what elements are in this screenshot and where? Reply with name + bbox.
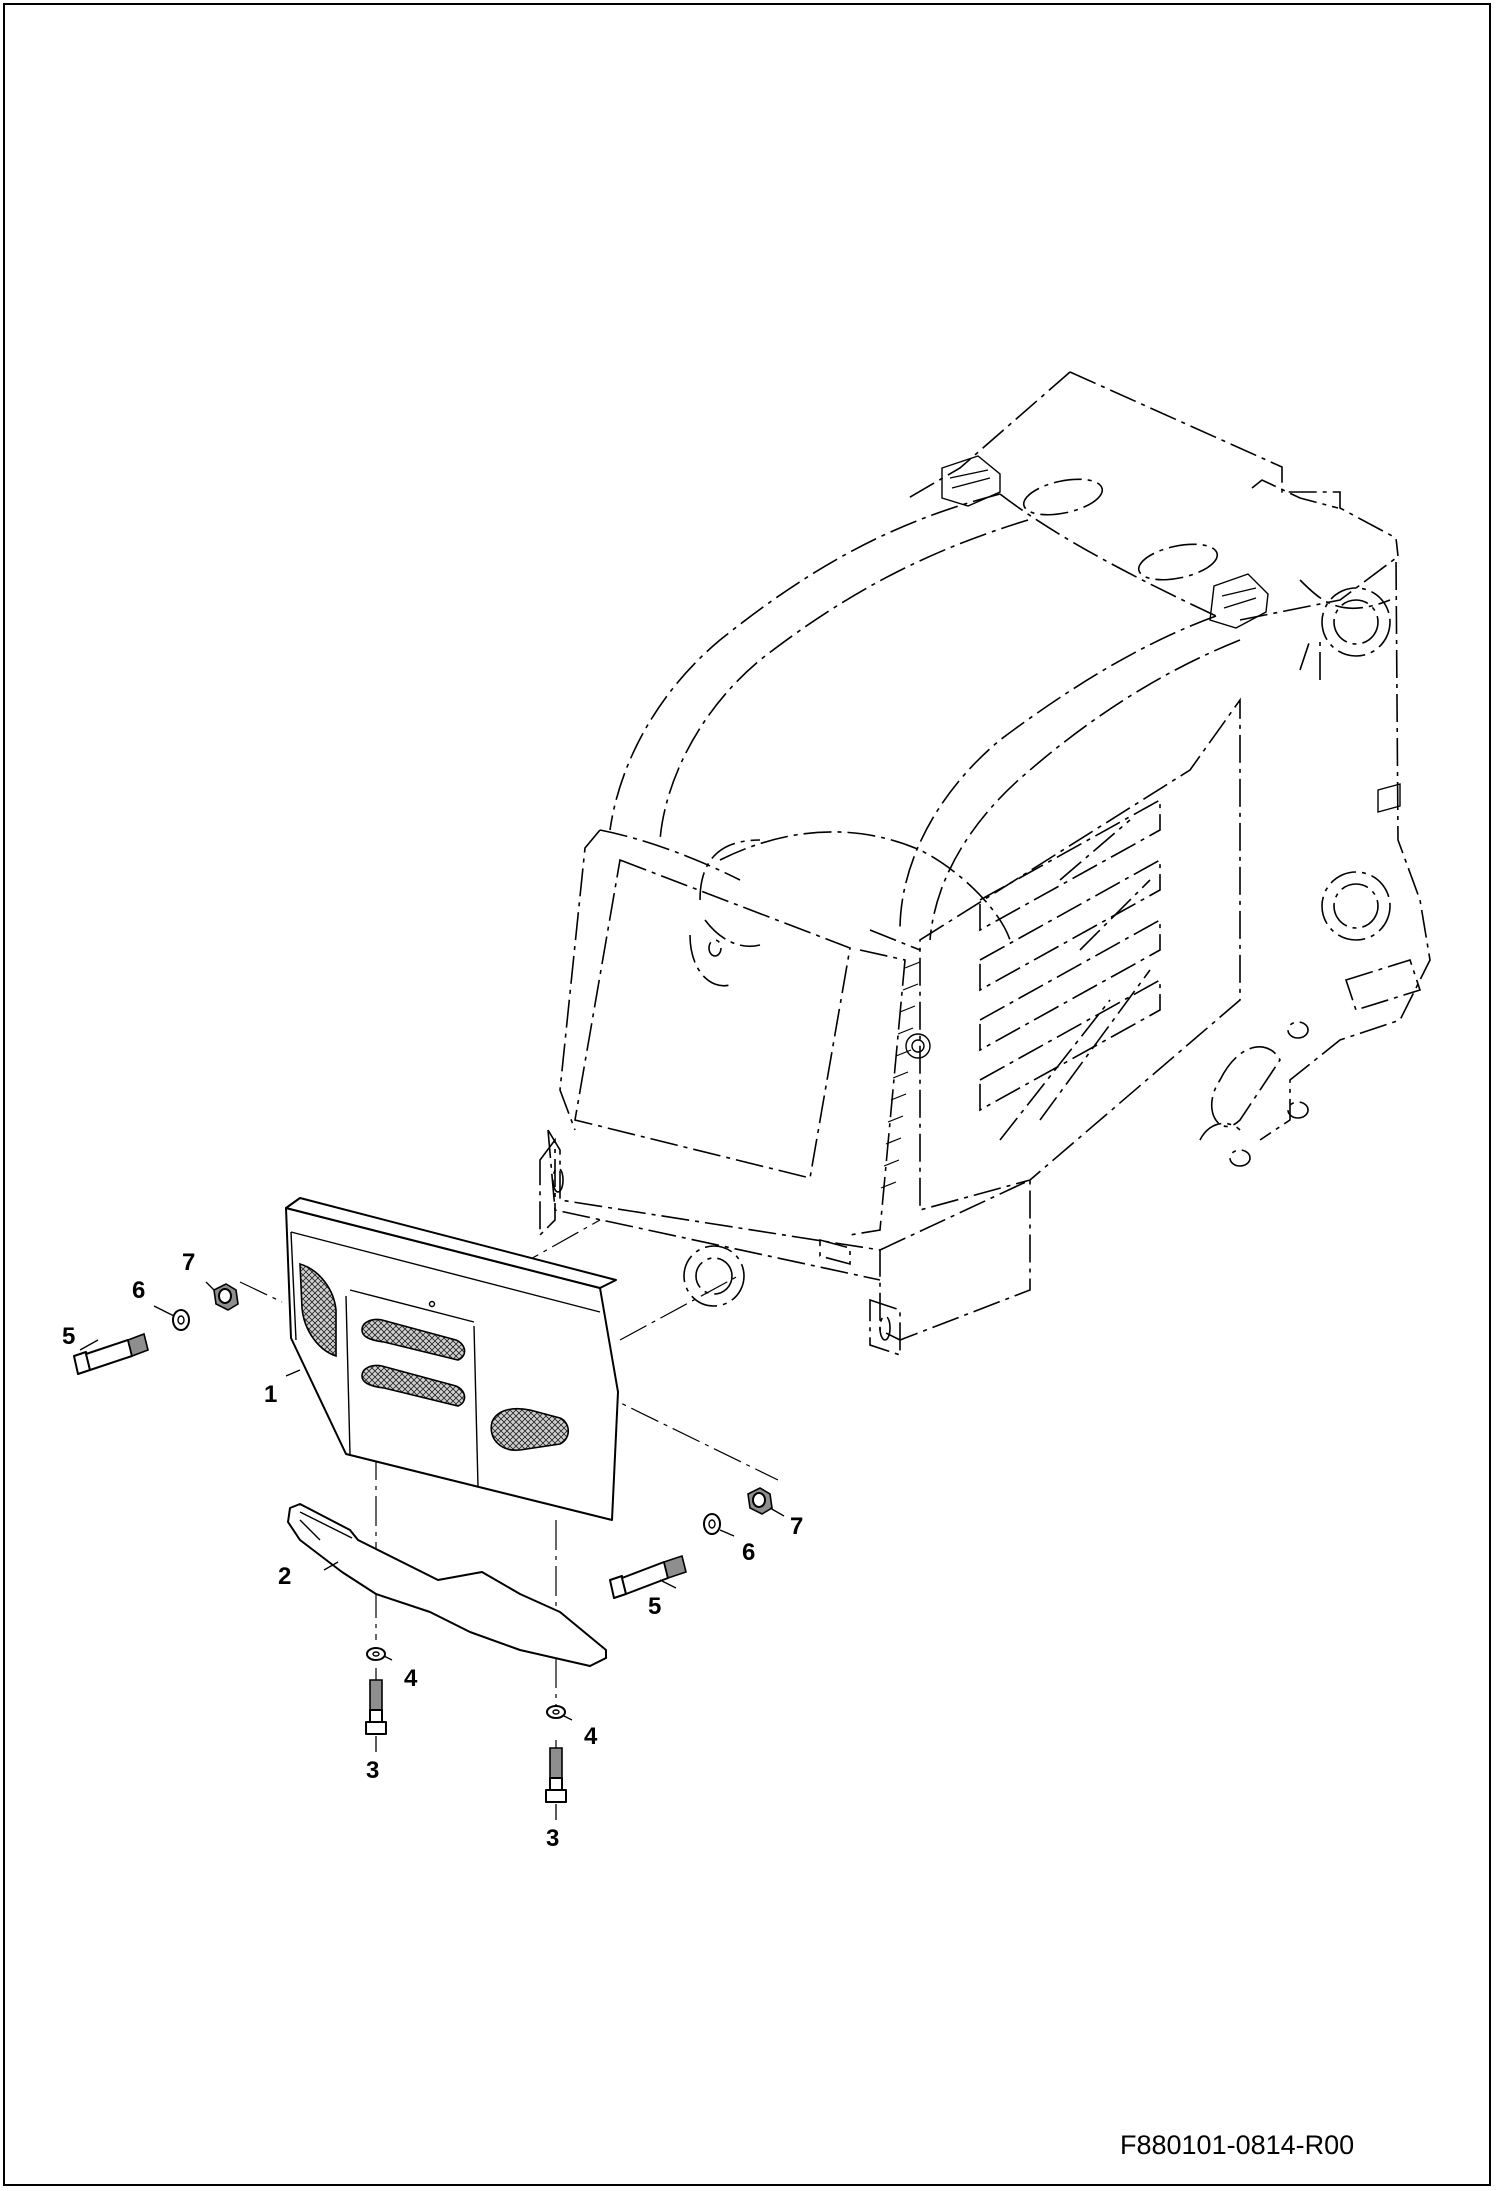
nut-left: [213, 1283, 239, 1311]
callout-6a: 6: [132, 1277, 145, 1304]
callout-1: 1: [264, 1381, 277, 1408]
nut-right: [747, 1487, 773, 1515]
washer-bottom-left: [366, 1647, 386, 1661]
callout-3a: 3: [366, 1757, 379, 1784]
bolt-right: [609, 1554, 687, 1599]
washer-left: [172, 1309, 190, 1331]
engine-hood-phantom: [539, 371, 1431, 1357]
callout-4a: 4: [404, 1665, 418, 1692]
callout-4b: 4: [584, 1723, 598, 1750]
callout-7b: 7: [790, 1513, 803, 1540]
callout-leaders: [79, 1281, 785, 1721]
right-fasteners: [609, 1487, 773, 1599]
drawing-border: [3, 3, 1491, 2186]
part-1-front-grille: [285, 1197, 619, 1521]
bottom-fasteners: [365, 1647, 567, 1820]
callout-2: 2: [278, 1563, 291, 1590]
drawing-number: F880101-0814-R00: [1120, 2130, 1355, 2160]
callout-7a: 7: [182, 1249, 195, 1276]
part-2-bottom-plate: [287, 1503, 607, 1667]
left-fasteners: [73, 1283, 239, 1375]
callout-5b: 5: [648, 1593, 661, 1620]
bolt-bottom-right: [545, 1747, 567, 1803]
washer-bottom-right: [546, 1705, 566, 1719]
callout-labels: 1 2 3 3 4 4 5 5 6 6 7 7: [62, 1249, 803, 1852]
callout-6b: 6: [742, 1539, 755, 1566]
callout-5a: 5: [62, 1323, 75, 1350]
bolt-left: [73, 1332, 149, 1375]
callout-3b: 3: [546, 1825, 559, 1852]
bolt-bottom-left: [365, 1679, 387, 1735]
washer-right: [703, 1513, 721, 1535]
